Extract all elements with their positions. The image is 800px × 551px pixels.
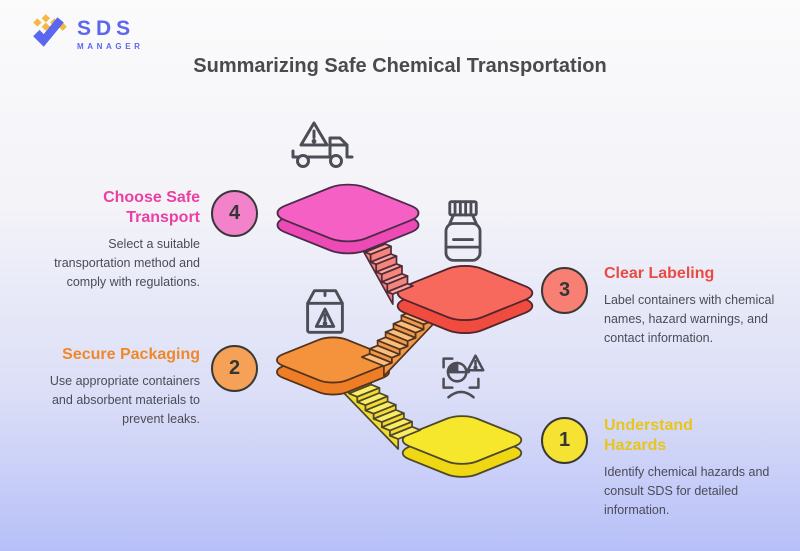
brand-logo: SDS MANAGER: [30, 13, 144, 56]
step-2-title: Secure Packaging: [62, 346, 200, 363]
step-4-number: 4: [228, 202, 241, 224]
step-1-number-badge: 1: [541, 417, 588, 464]
step-2-block: Secure Packaging Use appropriate contain…: [28, 345, 200, 428]
step-2-number: 2: [228, 357, 241, 379]
brand-name: SDS: [77, 17, 136, 40]
step-2-number-badge: 2: [211, 345, 258, 392]
step-4-block: Choose Safe Transport Select a suitable …: [38, 188, 200, 291]
step-1-title: Understand Hazards: [604, 417, 693, 454]
step-2-description: Use appropriate containers and absorbent…: [49, 374, 200, 426]
hazard-identify-icon: [432, 347, 490, 405]
brand-subtitle: MANAGER: [77, 42, 144, 51]
step-3-block: Clear Labeling Label containers with che…: [604, 264, 776, 347]
step-1-description: Identify chemical hazards and consult SD…: [604, 465, 770, 517]
chemical-bottle-icon: [436, 197, 490, 267]
step-4-number-badge: 4: [211, 190, 258, 237]
step-1-number: 1: [558, 429, 571, 451]
step-3-title: Clear Labeling: [604, 265, 715, 282]
truck-warning-icon: [284, 116, 362, 182]
step-4-description: Select a suitable transportation method …: [54, 237, 200, 289]
step-3-number-badge: 3: [541, 267, 588, 314]
step-1-block: Understand Hazards Identify chemical haz…: [604, 416, 782, 519]
step-3-description: Label containers with chemical names, ha…: [604, 293, 775, 345]
step-3-number: 3: [558, 279, 571, 301]
step-4-title: Choose Safe Transport: [103, 189, 200, 226]
box-warning-icon: [296, 282, 354, 340]
page-title: Summarizing Safe Chemical Transportation: [193, 55, 607, 77]
brand-logo-icon: [30, 13, 68, 56]
